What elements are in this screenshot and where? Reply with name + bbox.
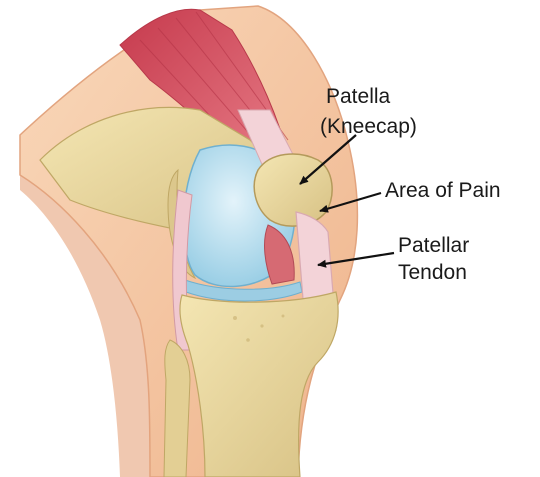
label-kneecap: (Kneecap) [320,114,417,140]
label-patella: Patella [326,84,390,110]
tibia [180,292,338,477]
fibula [164,340,190,477]
label-area-of-pain: Area of Pain [385,178,501,204]
label-patellar: Patellar [398,233,469,259]
label-tendon: Tendon [398,260,467,286]
